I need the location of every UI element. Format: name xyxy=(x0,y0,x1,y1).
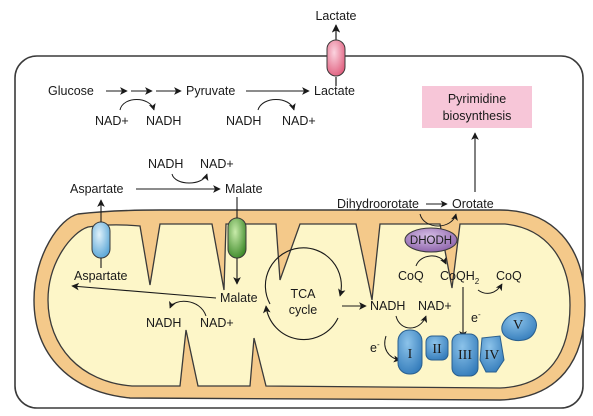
ldh-cofactor-arc xyxy=(257,99,296,111)
dhodh-reaction-arc xyxy=(419,213,458,227)
coq-label-1: CoQ xyxy=(398,269,424,283)
complex-ii-label: II xyxy=(432,342,442,357)
glycolysis-cofactor-arc xyxy=(119,99,156,111)
glucose-label: Glucose xyxy=(48,84,94,98)
complex-v xyxy=(501,311,537,341)
nadh-ldh: NADH xyxy=(226,114,261,128)
aspartate-cyto-label: Aspartate xyxy=(70,182,124,196)
coq-regeneration-arc xyxy=(477,283,503,294)
lactate-export-label: Lactate xyxy=(315,9,356,23)
electron-flow-arrow-1 xyxy=(384,335,401,363)
complex-iv-label: IV xyxy=(485,348,500,363)
nadh-mito: NADH xyxy=(146,316,181,330)
malate-mito-label: Malate xyxy=(220,291,258,305)
complex-i-label: I xyxy=(408,347,413,362)
coqh2-subscript: 2 xyxy=(475,277,480,286)
complex-iii xyxy=(451,333,479,377)
nad-plus-glycolysis: NAD+ xyxy=(95,114,129,128)
nadh-cyto: NADH xyxy=(148,157,183,171)
complex-iii-label: III xyxy=(458,348,472,363)
dhodh-enzyme xyxy=(404,227,458,253)
malate-cyto-label: Malate xyxy=(225,182,263,196)
coq-reduction-arc xyxy=(415,255,447,267)
complex-ii xyxy=(425,335,449,361)
nad-plus-etc: NAD+ xyxy=(418,299,452,313)
tca-cycle-circle xyxy=(264,247,346,305)
pyrimidine-label-line1: Pyrimidine xyxy=(448,92,506,106)
orotate-label: Orotate xyxy=(452,197,494,211)
aspartate-transporter xyxy=(91,221,111,259)
mito-mdh-cofactor-arc xyxy=(169,300,207,317)
cyto-mdh-cofactor-arc xyxy=(171,173,209,184)
nad-plus-ldh: NAD+ xyxy=(282,114,316,128)
nad-plus-cyto: NAD+ xyxy=(200,157,234,171)
lactate-transporter xyxy=(326,39,346,77)
coqh2-label: CoQH2 xyxy=(440,269,480,286)
electron-label-1: e- xyxy=(370,340,380,355)
dhodh-label: DHODH xyxy=(410,235,452,247)
respiratory-chain: I II III IV V xyxy=(397,311,537,377)
nad-plus-mito: NAD+ xyxy=(200,316,234,330)
coq-label-2: CoQ xyxy=(496,269,522,283)
lactate-label: Lactate xyxy=(314,84,355,98)
malate-to-aspartate-arrow xyxy=(71,282,217,299)
complex-i xyxy=(397,329,423,375)
pyrimidine-label-line2: biosynthesis xyxy=(443,109,512,123)
electron-sup-1: - xyxy=(377,340,380,349)
dihydroorotate-label: Dihydroorotate xyxy=(337,197,419,211)
complex-i-cofactor-arc xyxy=(395,315,428,329)
nadh-etc: NADH xyxy=(370,299,405,313)
tca-label-line1: TCA xyxy=(291,287,317,301)
complex-v-label: V xyxy=(513,318,523,333)
complex-iv xyxy=(479,335,505,373)
tca-label-line2: cycle xyxy=(289,303,318,317)
pyrimidine-biosynthesis-box xyxy=(422,86,532,128)
tca-cycle-return xyxy=(262,305,339,341)
pyruvate-label: Pyruvate xyxy=(186,84,235,98)
electron-sup-2: - xyxy=(478,310,481,319)
electron-label-2: e- xyxy=(471,310,481,325)
nadh-glycolysis: NADH xyxy=(146,114,181,128)
aspartate-mito-label: Aspartate xyxy=(74,269,128,283)
malate-transporter xyxy=(227,217,247,259)
